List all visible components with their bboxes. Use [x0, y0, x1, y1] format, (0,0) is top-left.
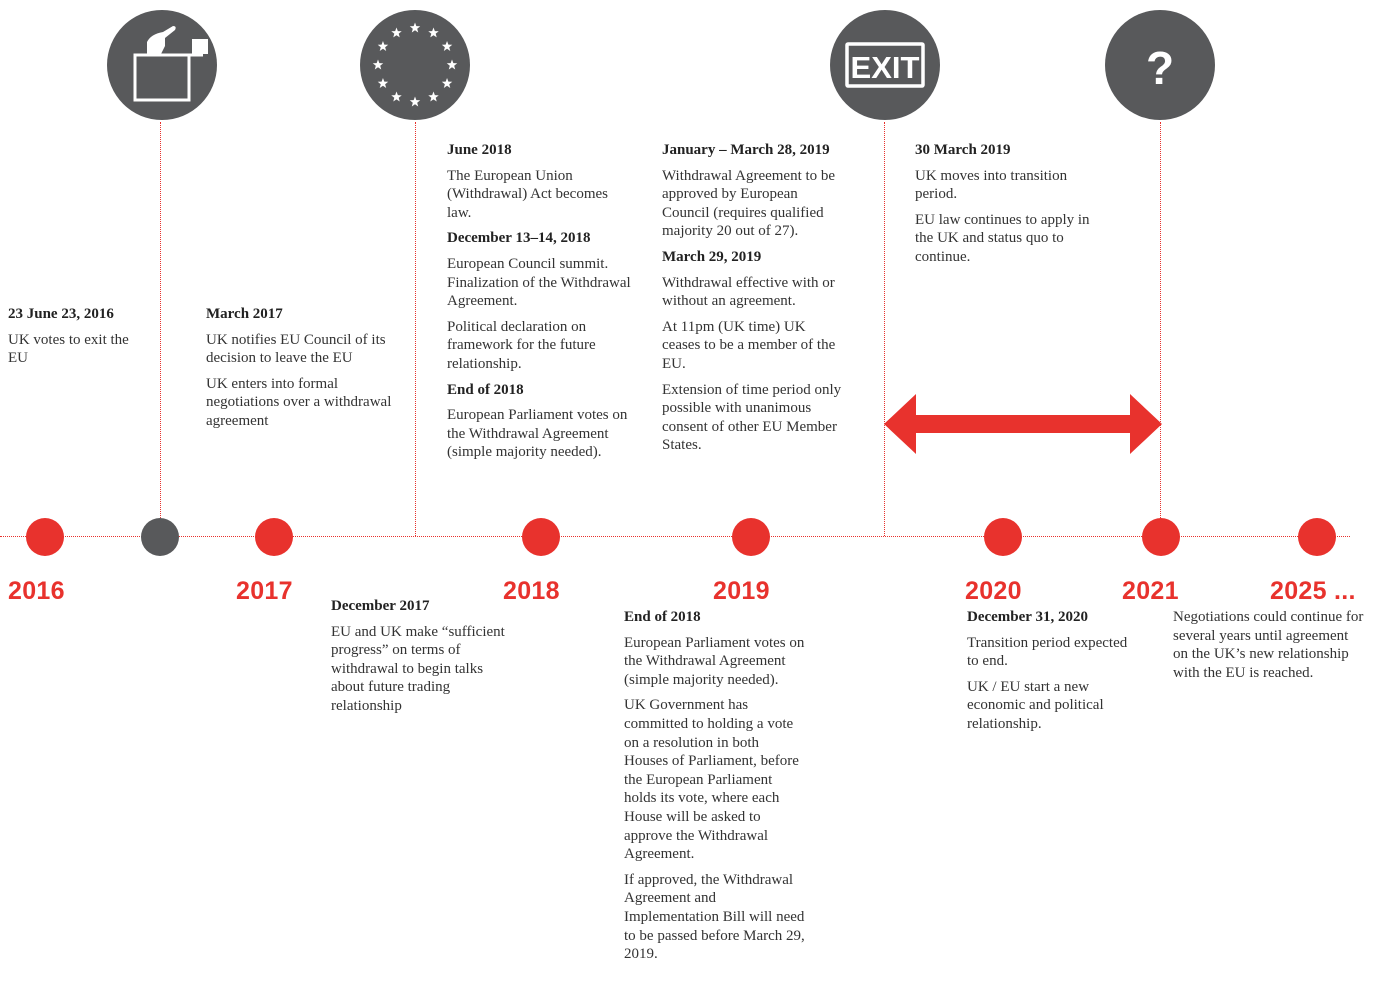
- year-2025: 2025 ...: [1270, 577, 1356, 605]
- ballot-box-icon: [107, 10, 217, 120]
- dot-2020: [984, 518, 1022, 556]
- year-2017: 2017: [236, 577, 293, 605]
- event-future-negotiations: Negotiations could continue for several …: [1173, 608, 1365, 689]
- event-text: Political declaration on framework for t…: [447, 318, 596, 372]
- eu-star: [409, 96, 421, 107]
- timeline-axis: [0, 536, 1350, 537]
- event-heading: 23 June 23, 2016: [8, 306, 114, 322]
- event-heading: June 2018: [447, 142, 512, 158]
- event-text: Withdrawal Agreement to be approved by E…: [662, 167, 836, 240]
- event-transition: 30 March 2019 UK moves into transition p…: [915, 141, 1100, 274]
- transition-period-arrow: [884, 394, 1162, 454]
- eu-star: [372, 59, 384, 70]
- year-2020: 2020: [965, 577, 1022, 605]
- exit-sign-icon: EXIT: [830, 10, 940, 120]
- event-text: UK moves into transition period.: [915, 167, 1068, 203]
- connector-question: [1160, 122, 1161, 518]
- event-text: European Council summit. Finalization of…: [447, 255, 631, 310]
- event-december-2017: December 2017 EU and UK make “sufficient…: [331, 597, 506, 723]
- event-text: Withdrawal effective with or without an …: [662, 274, 835, 310]
- question-mark-icon: ?: [1105, 10, 1215, 120]
- event-text: European Parliament votes on the Withdra…: [624, 634, 805, 688]
- event-text: The European Union (Withdrawal) Act beco…: [447, 167, 609, 221]
- eu-star: [391, 91, 402, 102]
- event-text: UK / EU start a new economic and politic…: [967, 678, 1104, 732]
- connector-ballot: [160, 122, 161, 518]
- events-2019: January – March 28, 2019 Withdrawal Agre…: [662, 141, 847, 462]
- event-text: Transition period expected to end.: [967, 634, 1128, 670]
- connector-exit: [884, 122, 885, 536]
- event-heading: December 2017: [331, 598, 430, 614]
- event-march-2017: March 2017 UK notifies EU Council of its…: [206, 305, 396, 438]
- eu-stars-icon: [360, 10, 470, 120]
- event-end-2018-lower: End of 2018 European Parliament votes on…: [624, 608, 806, 971]
- year-2018: 2018: [503, 577, 560, 605]
- event-heading: 30 March 2019: [915, 142, 1011, 158]
- dot-2021: [1142, 518, 1180, 556]
- event-text: UK notifies EU Council of its decision t…: [206, 331, 386, 367]
- dot-2018: [522, 518, 560, 556]
- event-heading: End of 2018: [447, 381, 524, 398]
- year-2019: 2019: [713, 577, 770, 605]
- eu-star: [409, 22, 421, 33]
- event-heading: March 2017: [206, 306, 283, 322]
- event-heading: January – March 28, 2019: [662, 142, 830, 158]
- event-text: Extension of time period only possible w…: [662, 381, 842, 454]
- eu-star: [441, 78, 453, 88]
- events-2018: June 2018 The European Union (Withdrawal…: [447, 141, 632, 469]
- event-heading: March 29, 2019: [662, 248, 762, 265]
- dot-2016: [26, 518, 64, 556]
- event-heading: End of 2018: [624, 609, 701, 625]
- question-label: ?: [1146, 42, 1174, 94]
- event-text: EU law continues to apply in the UK and …: [915, 211, 1090, 265]
- event-text: Negotiations could continue for several …: [1173, 609, 1364, 681]
- year-2016: 2016: [8, 577, 65, 605]
- connector-eu: [415, 122, 416, 536]
- eu-star: [377, 78, 389, 88]
- event-december-2020: December 31, 2020 Transition period expe…: [967, 608, 1132, 741]
- event-heading: December 31, 2020: [967, 609, 1088, 625]
- eu-star: [428, 27, 439, 38]
- event-text: UK enters into formal negotiations over …: [206, 375, 392, 429]
- dot-2025: [1298, 518, 1336, 556]
- event-text: European Parliament votes on the Withdra…: [447, 407, 628, 461]
- event-text: UK votes to exit the EU: [8, 331, 129, 367]
- eu-star: [391, 27, 402, 38]
- event-text: At 11pm (UK time) UK ceases to be a memb…: [662, 318, 836, 372]
- dot-2019: [732, 518, 770, 556]
- event-heading: December 13–14, 2018: [447, 230, 591, 247]
- event-text: EU and UK make “sufficient progress” on …: [331, 623, 505, 714]
- eu-star: [441, 41, 453, 51]
- eu-star: [377, 41, 389, 51]
- dot-2017: [255, 518, 293, 556]
- event-text: If approved, the Withdrawal Agreement an…: [624, 871, 805, 963]
- eu-star: [446, 59, 458, 70]
- year-2021: 2021: [1122, 577, 1179, 605]
- exit-label: EXIT: [851, 50, 920, 85]
- event-referendum: 23 June 23, 2016 UK votes to exit the EU: [8, 305, 133, 375]
- dot-referendum: [141, 518, 179, 556]
- event-text: UK Government has committed to holding a…: [624, 697, 799, 863]
- eu-star: [428, 91, 439, 102]
